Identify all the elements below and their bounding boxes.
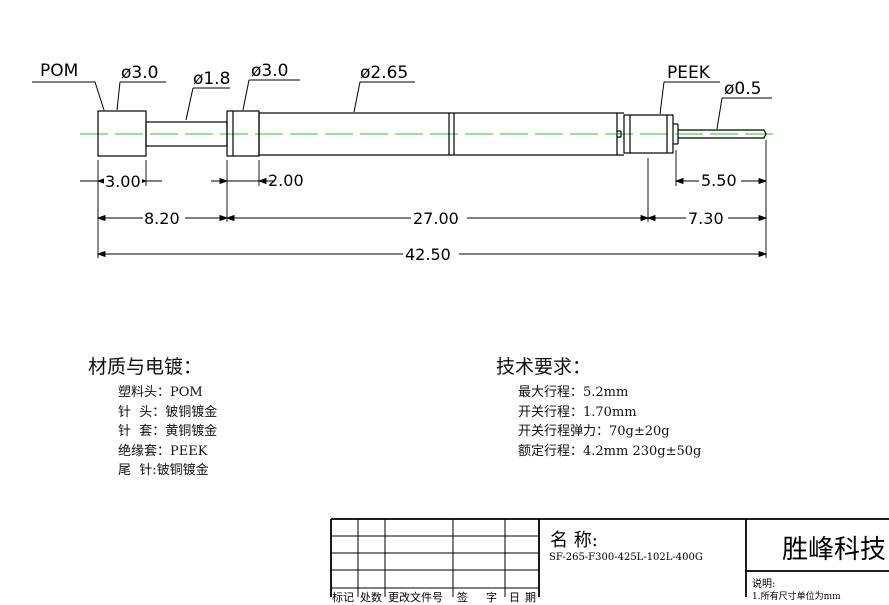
pom-label: POM (40, 61, 78, 81)
requirements-line: 开关行程弹力：70g±20g (518, 424, 670, 439)
materials-line: 针 头：铍铜镀金 (118, 404, 218, 420)
materials-section: 材质与电镀： 塑料头：POM 针 头：铍铜镀金 针 套：黄铜镀金 绝缘套：PEE… (88, 352, 217, 481)
rev-header: 签 (457, 591, 468, 604)
title-block: 名 称: SF-265-F300-425L-102L-400G 胜峰科技 说明:… (330, 518, 889, 604)
rev-header: 字 (486, 591, 497, 604)
requirements-heading: 技术要求： (496, 356, 592, 378)
dim-collar-length: 2.00 (268, 171, 304, 190)
rev-header: 处数 (360, 591, 382, 604)
rev-header: 日 (509, 591, 520, 604)
rev-header: 期 (525, 591, 536, 604)
diameter-tip-label: ø0.5 (724, 79, 761, 99)
peek-sleeve (623, 114, 674, 154)
rev-header: 标记 (332, 591, 354, 604)
dim-left-section: 8.20 (144, 209, 180, 228)
dim-head-length: 3.00 (105, 172, 141, 191)
pin-body (97, 110, 767, 157)
barrel (258, 112, 618, 156)
diameter-neck-label: ø1.8 (193, 69, 230, 89)
part-name-label: 名 称: (550, 530, 598, 551)
peek-label: PEEK (667, 63, 711, 83)
dim-overall-length: 42.50 (405, 245, 451, 264)
tail-tip (678, 129, 767, 139)
leaders (32, 79, 772, 130)
requirements-line: 开关行程：1.70mm (518, 404, 637, 420)
materials-line: 绝缘套：PEEK (118, 443, 208, 459)
company-name: 胜峰科技 (782, 535, 887, 565)
dim-right-section: 7.30 (688, 209, 724, 228)
rev-header: 更改文件号 (388, 591, 443, 604)
dim-tip-length: 5.50 (701, 171, 737, 190)
diameter-barrel-label: ø2.65 (360, 63, 408, 83)
dim-barrel-length: 27.00 (413, 209, 459, 228)
diameter-collar-label: ø3.0 (251, 61, 288, 81)
materials-line: 塑料头：POM (118, 385, 203, 400)
part-number: SF-265-F300-425L-102L-400G (549, 552, 703, 563)
notes-label: 说明: (752, 579, 776, 590)
materials-line: 尾 针:铍铜镀金 (118, 463, 209, 478)
materials-heading: 材质与电镀： (88, 356, 203, 378)
requirements-section: 技术要求： 最大行程：5.2mm 开关行程：1.70mm 开关行程弹力：70g±… (496, 352, 701, 461)
notes-line: 1.所有尺寸单位为mm (752, 592, 841, 602)
title-block-grid (330, 518, 889, 597)
requirements-line: 最大行程：5.2mm (518, 385, 629, 400)
extension-lines (97, 140, 767, 258)
diameter-head-label: ø3.0 (121, 63, 158, 83)
materials-line: 针 套：黄铜镀金 (118, 424, 218, 439)
requirements-line: 额定行程：4.2mm 230g±50g (518, 443, 702, 459)
